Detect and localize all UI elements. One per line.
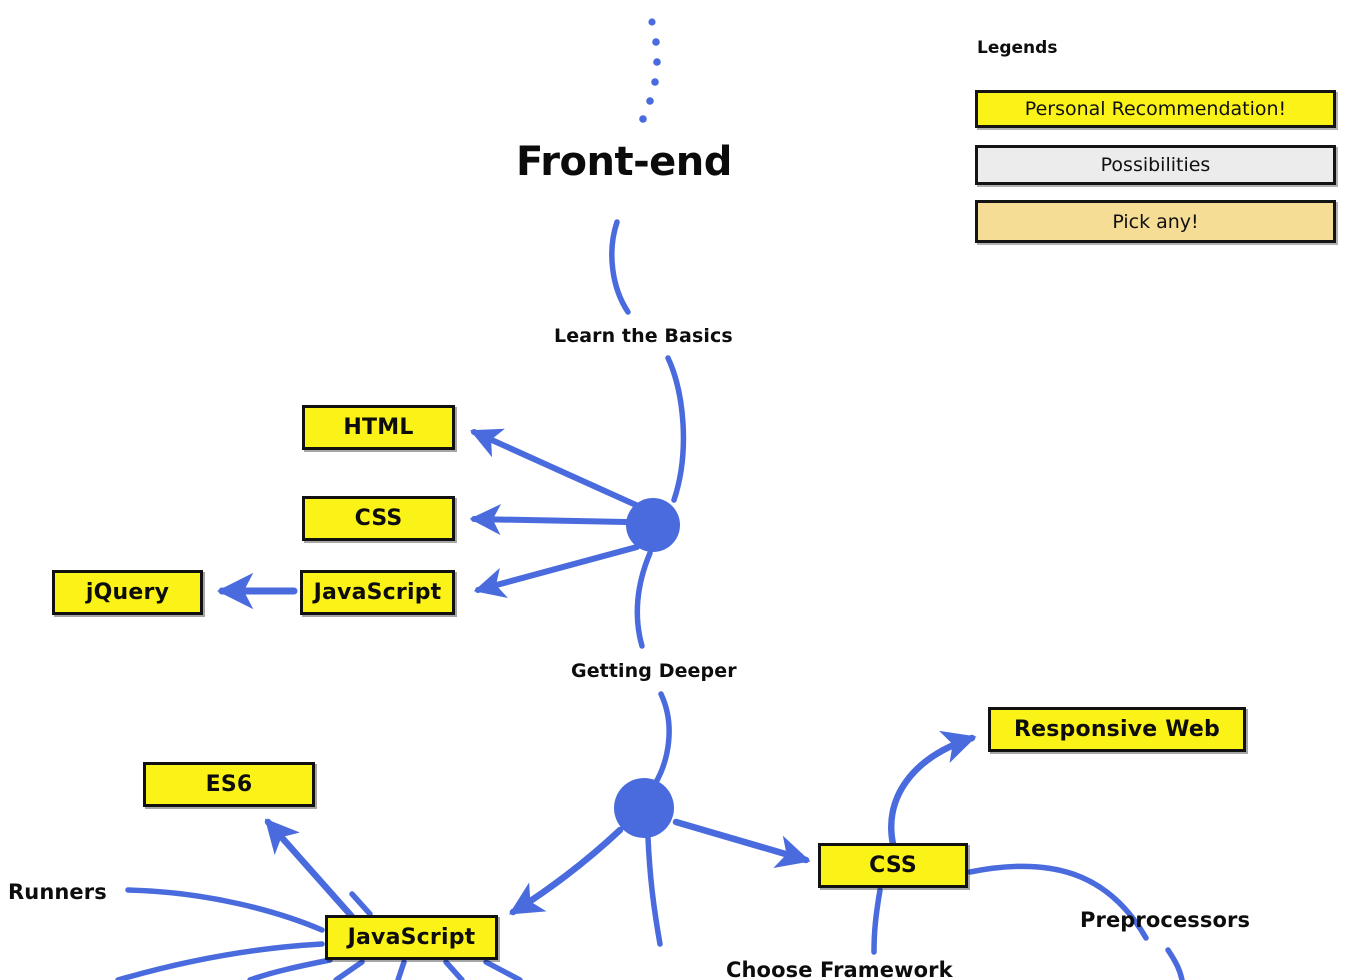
edge-deeper-to-hub2 — [652, 691, 672, 787]
node-html[interactable]: HTML — [302, 405, 455, 450]
edge-basics-to-hub1 — [665, 355, 687, 503]
edge-preprocessors-down — [1165, 947, 1185, 980]
edge-javascript-deeper-strand-4 — [395, 959, 407, 980]
edge-javascript-deeper-strand-7 — [349, 891, 373, 917]
edge-hub2-down — [645, 835, 663, 947]
edge-hub1-to-html — [470, 428, 639, 508]
edge-javascript-deeper-strand-2 — [247, 957, 333, 980]
node-css-basics[interactable]: CSS — [302, 496, 455, 541]
edge-javascript-deeper-strand-1 — [115, 941, 325, 980]
hub-node-deeper[interactable] — [614, 778, 674, 838]
legend-item-personal-recommendation[interactable]: Personal Recommendation! — [975, 90, 1336, 128]
node-css-deeper[interactable]: CSS — [818, 843, 968, 888]
edge-javascript-deeper-strand-6 — [483, 959, 523, 980]
branch-label-learn-the-basics: Learn the Basics — [554, 325, 733, 347]
edge-css-to-responsive-web — [888, 730, 977, 848]
node-responsive-web[interactable]: Responsive Web — [988, 707, 1246, 752]
edge-root-to-basics — [609, 219, 631, 315]
node-es6[interactable]: ES6 — [143, 762, 315, 807]
branch-label-preprocessors: Preprocessors — [1080, 908, 1251, 932]
root-dotted-strand — [639, 18, 661, 123]
node-javascript-deeper[interactable]: JavaScript — [325, 915, 498, 960]
edge-hub2-to-css-deeper — [672, 818, 811, 869]
branch-label-choose-framework: Choose Framework — [726, 958, 953, 980]
edge-javascript-deeper-to-es6 — [264, 818, 359, 924]
branch-label-runners: Runners — [8, 880, 107, 904]
page-title: Front-end — [516, 139, 732, 185]
edge-runners-to-javascript-deeper — [125, 887, 325, 933]
node-jquery[interactable]: jQuery — [52, 570, 203, 615]
legend-item-pick-any[interactable]: Pick any! — [975, 200, 1336, 243]
legend-title: Legends — [977, 38, 1058, 58]
edge-hub1-to-javascript — [473, 544, 640, 599]
edge-css-down — [871, 887, 883, 955]
edge-hub2-to-javascript-deeper — [508, 826, 624, 916]
edge-javascript-deeper-strand-3 — [333, 959, 365, 980]
hub-node-basics[interactable] — [626, 498, 680, 552]
edge-javascript-deeper-strand-5 — [443, 959, 465, 980]
edge-hub1-to-css — [469, 503, 629, 536]
branch-label-getting-deeper: Getting Deeper — [571, 660, 737, 682]
edge-hub1-to-deeper — [634, 550, 653, 649]
node-javascript-basics[interactable]: JavaScript — [300, 570, 455, 615]
legend-item-possibilities[interactable]: Possibilities — [975, 145, 1336, 185]
